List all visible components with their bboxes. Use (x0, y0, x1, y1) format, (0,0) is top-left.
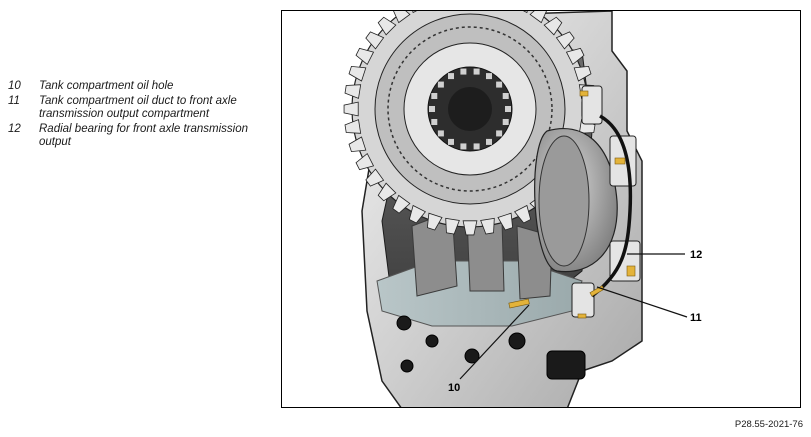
gear-tooth (377, 182, 397, 202)
gear-tooth (529, 11, 547, 24)
spline-tooth (448, 138, 454, 145)
gear-tooth (365, 168, 385, 187)
gear-tooth (393, 11, 411, 24)
transmission-illustration: 12 11 10 (281, 10, 801, 408)
spline-tooth (437, 130, 444, 137)
gear-tooth (523, 11, 528, 14)
gear-tooth (412, 11, 417, 14)
legend-item-12: 12 Radial bearing for front axle transmi… (8, 123, 276, 149)
spline-tooth (486, 138, 492, 145)
spline-tooth (473, 143, 480, 150)
spline-tooth (473, 68, 480, 75)
spline-tooth (429, 106, 435, 112)
spline-tooth (496, 81, 503, 88)
gear-tooth (348, 136, 367, 153)
gear-tooth (573, 65, 592, 82)
transmission-housing-drawing: 12 11 10 (343, 11, 702, 407)
spline-tooth (460, 143, 467, 150)
gear-tooth (355, 47, 375, 66)
gear-tooth (497, 212, 514, 231)
spline-tooth (486, 73, 492, 80)
gear-tooth (344, 84, 362, 99)
spline-tooth (502, 118, 509, 125)
callout-label-10: 10 (448, 382, 460, 394)
gear-tooth (344, 119, 362, 134)
spline-tooth (502, 93, 509, 100)
legend-list: 10 Tank compartment oil hole 11 Tank com… (8, 80, 276, 151)
spline-tooth (496, 130, 503, 137)
gear-tooth (565, 47, 585, 66)
gear-tooth (348, 65, 367, 82)
oil-duct (590, 114, 633, 298)
spline-tooth (431, 93, 438, 100)
legend-item-11: 11 Tank compartment oil duct to front ax… (8, 95, 276, 121)
gear-tooth (392, 194, 411, 214)
callout-leaders (459, 253, 688, 380)
legend-number: 10 (8, 80, 21, 92)
spline-tooth (448, 73, 454, 80)
legend-item-10: 10 Tank compartment oil hole (8, 80, 276, 93)
gear-tooth (555, 31, 575, 50)
legend-description: Radial bearing for front axle transmissi… (39, 123, 249, 148)
ring-gear (343, 11, 597, 236)
spline-tooth (460, 68, 467, 75)
gear-tooth (462, 220, 478, 236)
legend-description: Tank compartment oil hole (39, 80, 174, 92)
gear-tooth (445, 217, 460, 235)
gear-tooth (480, 217, 495, 235)
spline-tooth (437, 81, 444, 88)
bolt-holes (396, 315, 586, 380)
gear-tooth (426, 212, 443, 231)
gear-tooth (408, 204, 427, 224)
gear-tooth (365, 31, 385, 50)
output-bore (534, 127, 618, 273)
legend-number: 12 (8, 123, 21, 135)
gear-tooth (543, 16, 563, 36)
gear-tooth (377, 16, 397, 36)
callout-label-11: 11 (690, 312, 702, 324)
spline-tooth (431, 118, 438, 125)
gear-tooth (343, 101, 359, 117)
spline-tooth (505, 106, 511, 112)
gear-tooth (513, 204, 532, 224)
gear-tooth (355, 152, 375, 171)
callout-label-12: 12 (690, 249, 702, 261)
figure-reference-code: P28.55-2021-76 (734, 419, 803, 430)
legend-description: Tank compartment oil duct to front axle … (39, 95, 237, 120)
legend-number: 11 (8, 95, 20, 107)
